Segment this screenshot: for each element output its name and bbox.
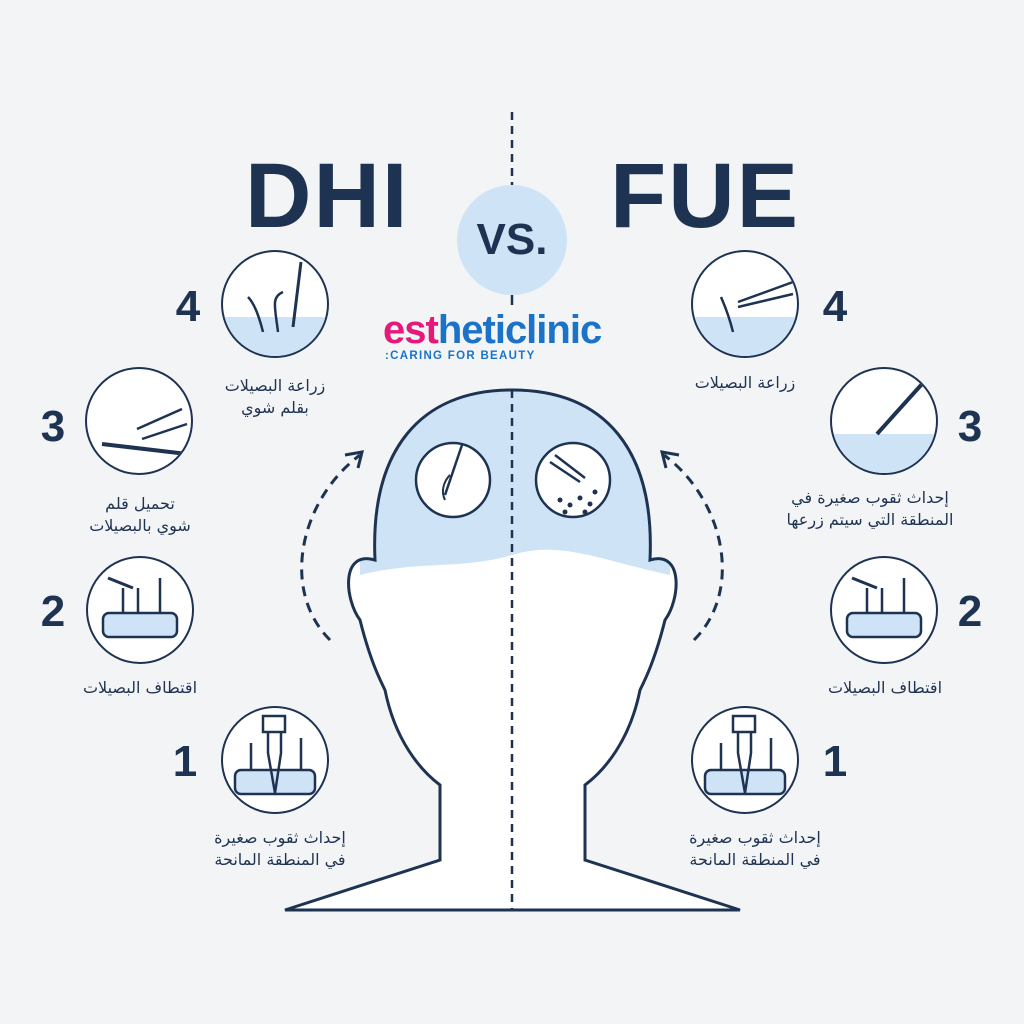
logo-part-2: heti bbox=[437, 308, 506, 352]
fue-step-2-label: اقتطاف البصيلات bbox=[827, 678, 943, 697]
logo-tagline: :CARING FOR BEAUTY bbox=[385, 350, 536, 362]
fue-step-4-label: زراعة البصيلات bbox=[694, 373, 796, 392]
logo-part-1: est bbox=[383, 308, 439, 352]
fue-step-4-icon bbox=[691, 250, 799, 358]
fue-step-3-number: 3 bbox=[957, 402, 983, 451]
dhi-step-2-number: 2 bbox=[40, 587, 66, 636]
fue-step-2-icon bbox=[830, 556, 938, 664]
dhi-step-4-icon bbox=[221, 250, 329, 358]
fue-step-1-label: إحداث ثقوب صغيرة في المنطقة المانحة bbox=[689, 828, 821, 869]
dhi-title: DHI bbox=[245, 145, 410, 247]
dhi-step-4-label: زراعة البصيلات بقلم شوي bbox=[224, 376, 326, 417]
dhi-step-1-number: 1 bbox=[172, 737, 198, 786]
fue-step-1-icon bbox=[691, 706, 799, 814]
fue-step-3-icon bbox=[830, 367, 938, 475]
fue-step-2-number: 2 bbox=[957, 587, 983, 636]
dhi-step-4-number: 4 bbox=[175, 282, 201, 331]
dhi-step-3-number: 3 bbox=[40, 402, 66, 451]
vs-badge: VS. bbox=[457, 185, 567, 295]
fue-step-1-number: 1 bbox=[822, 737, 848, 786]
dhi-step-1-icon bbox=[221, 706, 329, 814]
dhi-step-2-label: اقتطاف البصيلات bbox=[82, 678, 198, 697]
fue-step-4-number: 4 bbox=[822, 282, 848, 331]
clinic-logo: estheticlinic bbox=[383, 308, 602, 352]
fue-title: FUE bbox=[610, 145, 800, 247]
dhi-step-2-icon bbox=[86, 556, 194, 664]
fue-step-3-label: إحداث ثقوب صغيرة في المنطقة التي سيتم زر… bbox=[786, 488, 954, 529]
dhi-step-3-label: تحميل قلم شوي بالبصيلات bbox=[89, 494, 191, 535]
dhi-step-3-icon bbox=[85, 367, 193, 475]
logo-part-3: clinic bbox=[504, 308, 602, 352]
dhi-step-1-label: إحداث ثقوب صغيرة في المنطقة المانحة bbox=[214, 828, 346, 869]
